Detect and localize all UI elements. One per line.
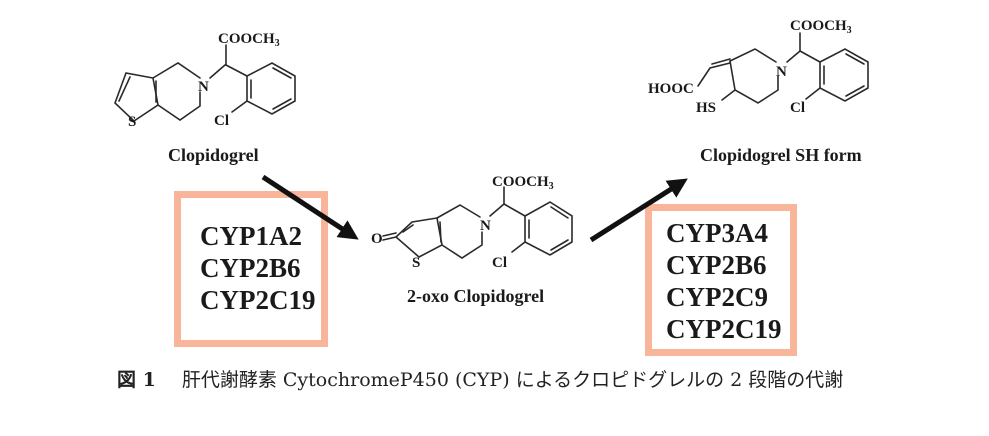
oxo-n-label: N: [480, 218, 491, 234]
caption-text: 肝代謝酵素 CytochromeP450 (CYP) によるクロピドグレルの 2…: [181, 369, 844, 391]
enzyme-label: CYP1A2: [200, 221, 302, 251]
clopidogrel-structure: COOCH3 N S Cl Clopidogrel: [114, 31, 296, 165]
figure-label: 図 1: [117, 369, 156, 391]
sh-cl-label: Cl: [790, 100, 805, 116]
enzyme-box-step1: CYP1A2 CYP2B6 CYP2C19: [174, 191, 328, 347]
clopidogrel-sh-structure: COOCH3 N HOOC HS Cl Clopidogrel SH form: [648, 18, 869, 165]
clopidogrel-cl-label: Cl: [214, 113, 229, 129]
clopidogrel-sh-name: Clopidogrel SH form: [700, 145, 862, 165]
enzyme-label: CYP2C19: [200, 285, 316, 315]
clopidogrel-ester-label: COOCH3: [218, 31, 280, 49]
enzyme-label: CYP2C19: [666, 314, 782, 344]
oxo-cl-label: Cl: [492, 255, 507, 271]
oxo-s-label: S: [412, 255, 420, 271]
sh-n-label: N: [776, 64, 787, 80]
oxo-clopidogrel-name: 2-oxo Clopidogrel: [407, 286, 544, 306]
oxo-ester-label: COOCH3: [492, 174, 554, 192]
enzyme-label: CYP2C9: [666, 282, 768, 312]
clopidogrel-n-label: N: [198, 79, 209, 95]
oxo-o-label: O: [371, 231, 383, 247]
sh-ester-label: COOCH3: [790, 18, 852, 36]
oxo-clopidogrel-structure: COOCH3 N S O Cl 2-oxo Clopidogrel: [371, 174, 573, 306]
enzyme-label: CYP3A4: [666, 218, 768, 248]
enzyme-box-step2: CYP3A4 CYP2B6 CYP2C9 CYP2C19: [645, 204, 797, 356]
enzyme-label: CYP2B6: [200, 253, 301, 283]
enzyme-label: CYP2B6: [666, 250, 767, 280]
clopidogrel-name: Clopidogrel: [168, 145, 259, 165]
figure-caption: 図 1 肝代謝酵素 CytochromeP450 (CYP) によるクロピドグレル…: [117, 365, 843, 392]
clopidogrel-s-label: S: [128, 114, 136, 130]
sh-acid-label: HOOC: [648, 81, 694, 97]
sh-hs-label: HS: [696, 100, 716, 116]
